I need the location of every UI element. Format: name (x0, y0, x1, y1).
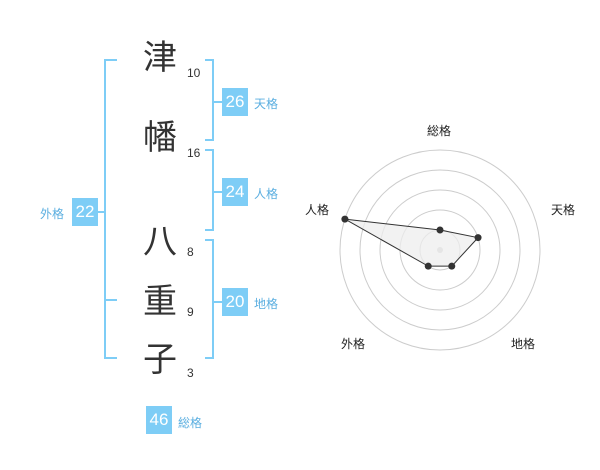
tenkaku-badge: 26 (222, 88, 248, 116)
stroke-count-2: 16 (187, 146, 201, 160)
radar-point-4 (341, 215, 349, 223)
radar-point-2 (448, 262, 456, 270)
name-char-3: 八 (143, 222, 177, 262)
radar-point-1 (474, 234, 482, 242)
soukaku-label: 総格 (178, 416, 203, 430)
radar-axis-label-chikaku: 地格 (511, 337, 536, 351)
name-char-4: 重 (143, 282, 177, 322)
name-char-1: 津 (143, 38, 177, 78)
radar-axis-label-gaikaku: 外格 (341, 337, 366, 351)
chikaku-badge: 20 (222, 288, 248, 316)
name-char-2: 幡 (143, 118, 177, 158)
stroke-count-3: 8 (187, 245, 194, 259)
chikaku-label: 地格 (254, 297, 279, 311)
radar-axis-label-tenkaku: 天格 (551, 203, 576, 217)
radar-axis-label-soukaku: 総格 (427, 124, 452, 138)
name-char-5: 子 (143, 340, 177, 380)
gaikaku-badge: 22 (72, 198, 98, 226)
soukaku-badge: 46 (146, 406, 172, 434)
radar-ring-3 (379, 189, 501, 311)
radar-polygon (344, 218, 480, 267)
radar-point-3 (424, 262, 432, 270)
radar-point-0 (436, 226, 444, 234)
radar-ring-4 (359, 169, 521, 331)
radar-axis-label-jinkaku: 人格 (305, 203, 330, 217)
radar-points (341, 215, 482, 270)
jinkaku-label: 人格 (254, 187, 279, 201)
stroke-count-5: 3 (187, 366, 194, 380)
stroke-count-1: 10 (187, 66, 201, 80)
gaikaku-label: 外格 (40, 207, 65, 221)
tenkaku-label: 天格 (254, 97, 279, 111)
radar-ring-5 (339, 149, 541, 351)
stroke-count-4: 9 (187, 305, 194, 319)
jinkaku-badge: 24 (222, 178, 248, 206)
